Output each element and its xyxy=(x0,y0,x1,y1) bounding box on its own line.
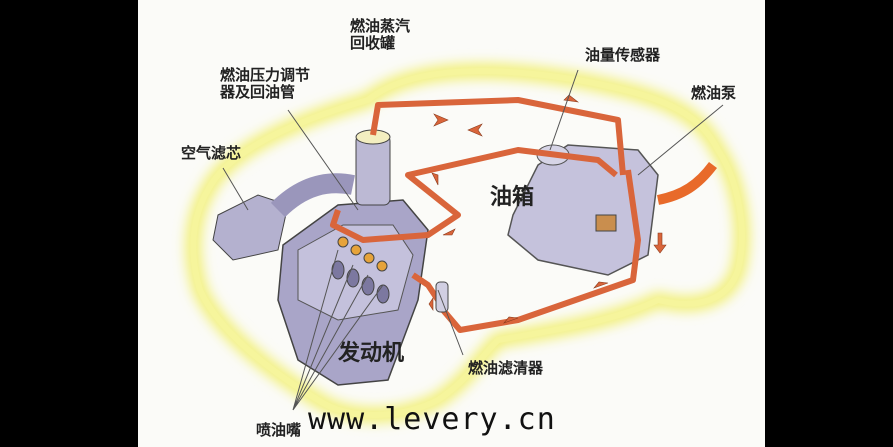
vapor-canister-shape xyxy=(355,134,391,206)
label-line: 燃油压力调节 xyxy=(220,66,311,84)
label-fuel-tank: 油箱 xyxy=(490,185,535,210)
label-injectors: 喷油嘴 xyxy=(256,421,302,439)
watermark: www.levery.cn xyxy=(308,402,556,437)
label-air-filter: 空气滤芯 xyxy=(181,144,242,162)
leader-lines xyxy=(222,69,724,411)
label-vapor-canister: 燃油蒸汽 回收罐 xyxy=(350,18,410,52)
label-fuel-pump: 燃油泵 xyxy=(691,84,737,102)
label-engine: 发动机 xyxy=(338,341,405,366)
fuel-system-diagram: 燃油蒸汽 回收罐 燃油压力调节 器及回油管 空气滤芯 油量传感器 燃油泵 油箱 … xyxy=(138,0,765,447)
label-line: 器及回油管 xyxy=(220,83,296,101)
label-line: 回收罐 xyxy=(350,34,396,52)
fuel-lines xyxy=(330,97,641,333)
label-pressure-regulator: 燃油压力调节 器及回油管 xyxy=(220,67,310,101)
label-fuel-level-sensor: 油量传感器 xyxy=(585,46,661,64)
label-line: 燃油蒸汽 xyxy=(350,17,411,35)
diagram-illustration xyxy=(185,63,750,423)
air-filter-shape xyxy=(212,194,289,261)
label-fuel-filter: 燃油滤清器 xyxy=(468,359,544,377)
